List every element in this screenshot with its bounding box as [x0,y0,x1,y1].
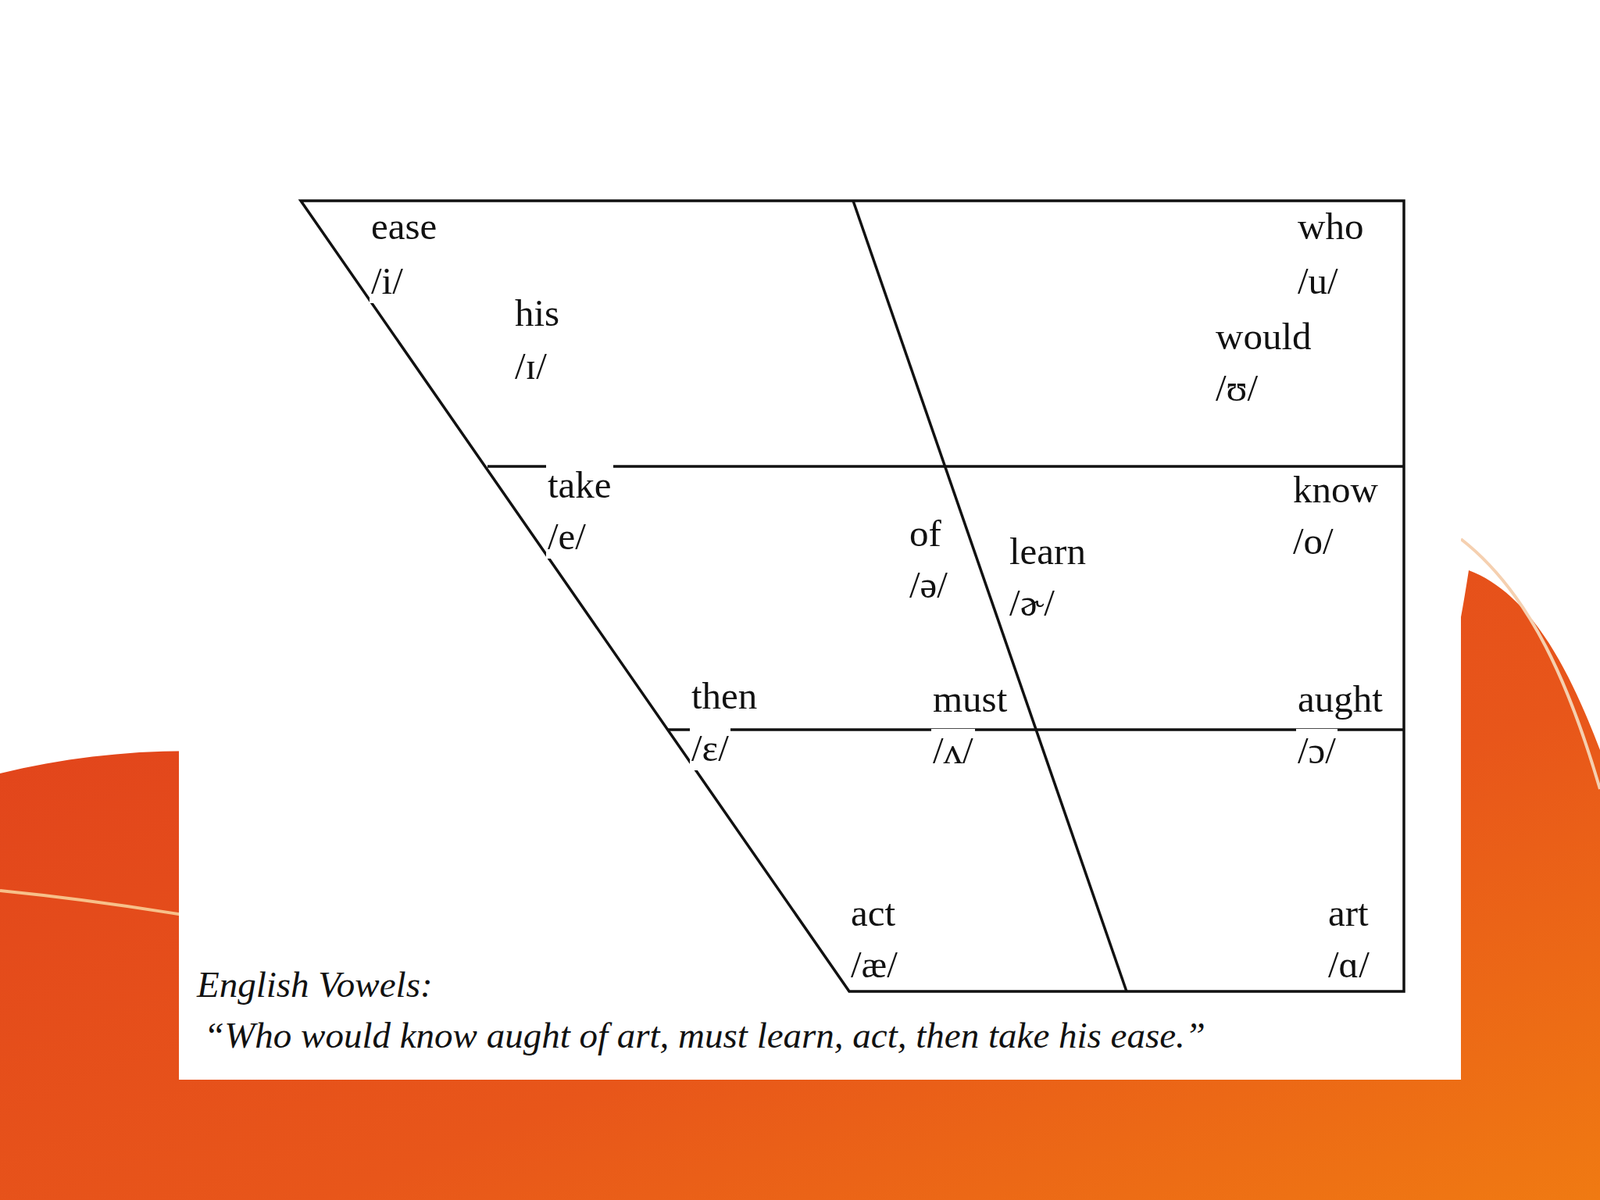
white-panel [178,147,1461,1080]
ipa-symbol: /u/ [1296,259,1340,304]
ipa-symbol: /æ/ [849,942,900,987]
vowel-word: his [513,291,561,336]
ipa-symbol: /ɑ/ [1326,942,1372,987]
mnemonic-sentence: “Who would know aught of art, must learn… [203,1014,1206,1057]
ipa-symbol: /i/ [369,259,405,304]
vowel-word: act [849,891,897,936]
ipa-symbol: /o/ [1291,519,1336,564]
vowel-word: who [1296,204,1365,249]
vowel-word: take [546,463,614,508]
ipa-symbol: /ʊ/ [1214,366,1260,411]
ipa-symbol: /ɛ/ [689,726,731,771]
vowel-word: must [931,677,1009,722]
ipa-symbol: /ʌ/ [931,728,975,773]
vowel-word: aught [1296,677,1385,722]
ipa-symbol: /ɚ/ [1007,581,1057,625]
ipa-symbol: /ɔ/ [1296,728,1338,773]
ipa-symbol: /e/ [546,514,588,559]
vowel-word: of [907,511,943,556]
vowel-word: would [1214,314,1314,359]
ipa-symbol: /ə/ [907,563,950,608]
vowel-word: learn [1007,529,1088,574]
vowel-trapezoid [300,200,1404,992]
vowel-word: then [689,674,759,718]
vowel-word: ease [369,204,439,249]
wave-highlight [1460,539,1600,790]
vowel-word: art [1326,891,1371,936]
vowel-word: know [1291,467,1380,512]
ipa-symbol: /ɪ/ [513,344,549,389]
caption: English Vowels: [196,963,433,1006]
